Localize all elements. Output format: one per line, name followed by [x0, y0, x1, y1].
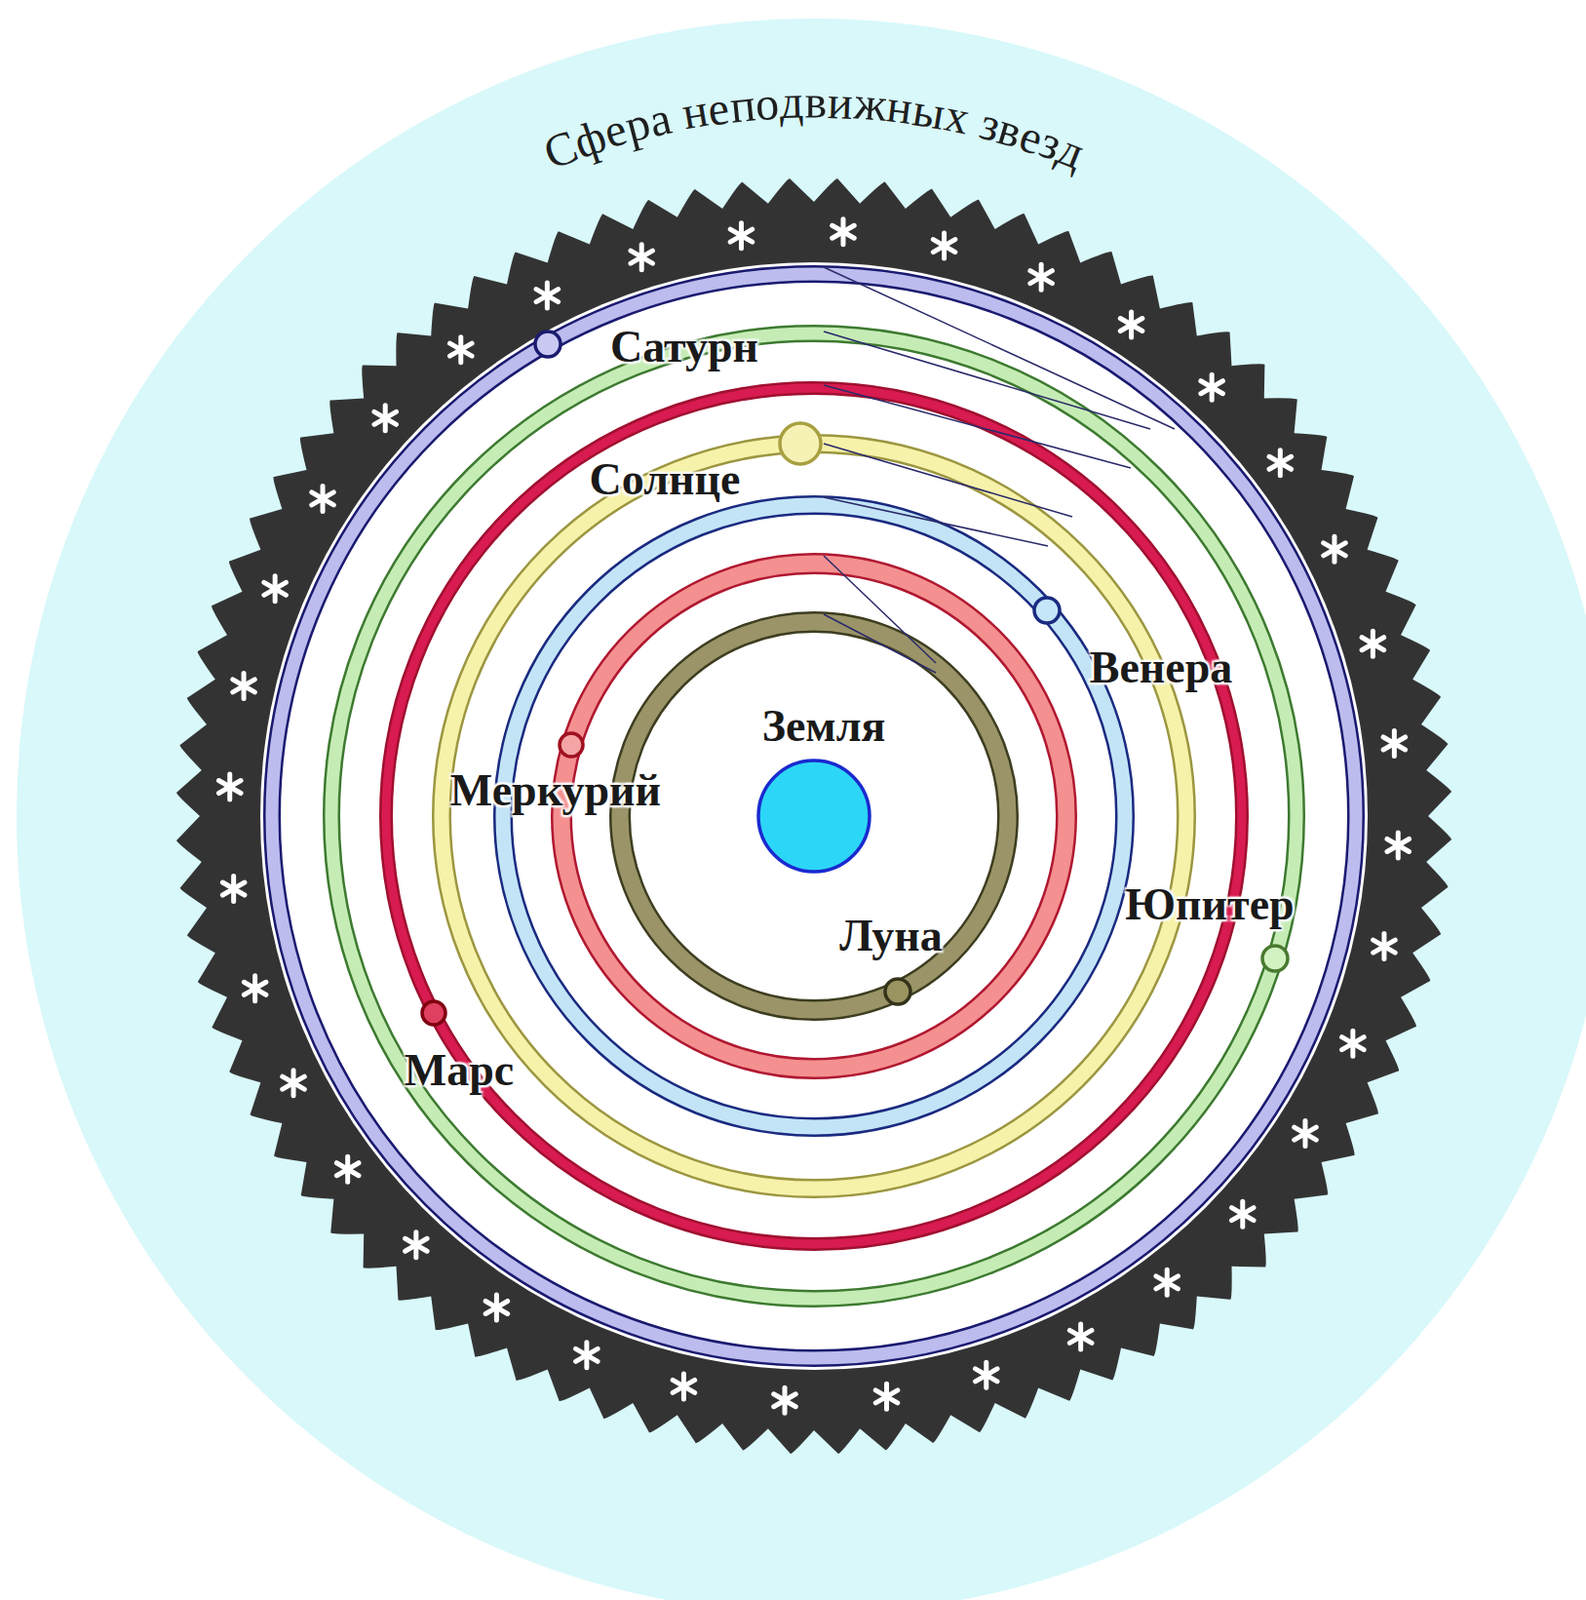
body-circle: [777, 421, 823, 466]
body-circle: [1260, 943, 1290, 973]
body-label: Солнце: [589, 457, 741, 503]
star-sphere-band: [176, 178, 1452, 1454]
body-node: Сатурн: [533, 329, 563, 359]
body-label: Сатурн: [610, 324, 759, 370]
body-label: Луна: [839, 913, 943, 959]
sky-ground: [16, 18, 1586, 1600]
body-node: Меркурий: [557, 731, 585, 759]
body-circle: [756, 758, 872, 874]
body-circle: [420, 999, 448, 1027]
body-circle: [883, 976, 913, 1006]
body-circle: [1032, 595, 1062, 625]
cut-lines: [823, 267, 1175, 673]
body-node: Юпитер: [1260, 943, 1290, 973]
inner-ground: [260, 262, 1368, 1370]
earth-node: Земля: [756, 758, 872, 874]
body-circle: [557, 731, 585, 759]
body-label: Юпитер: [1124, 882, 1294, 928]
body-circle: [533, 329, 563, 359]
body-node: Солнце: [777, 421, 823, 466]
orbit-rings: [271, 273, 1356, 1358]
body-node: Марс: [420, 999, 448, 1027]
body-node: Венера: [1032, 595, 1062, 625]
body-node: Луна: [883, 976, 913, 1006]
body-label: Меркурий: [450, 768, 661, 813]
stars: [218, 219, 1409, 1414]
body-label: Марс: [404, 1047, 514, 1093]
body-label: Земля: [762, 703, 887, 749]
body-label: Венера: [1089, 645, 1234, 691]
